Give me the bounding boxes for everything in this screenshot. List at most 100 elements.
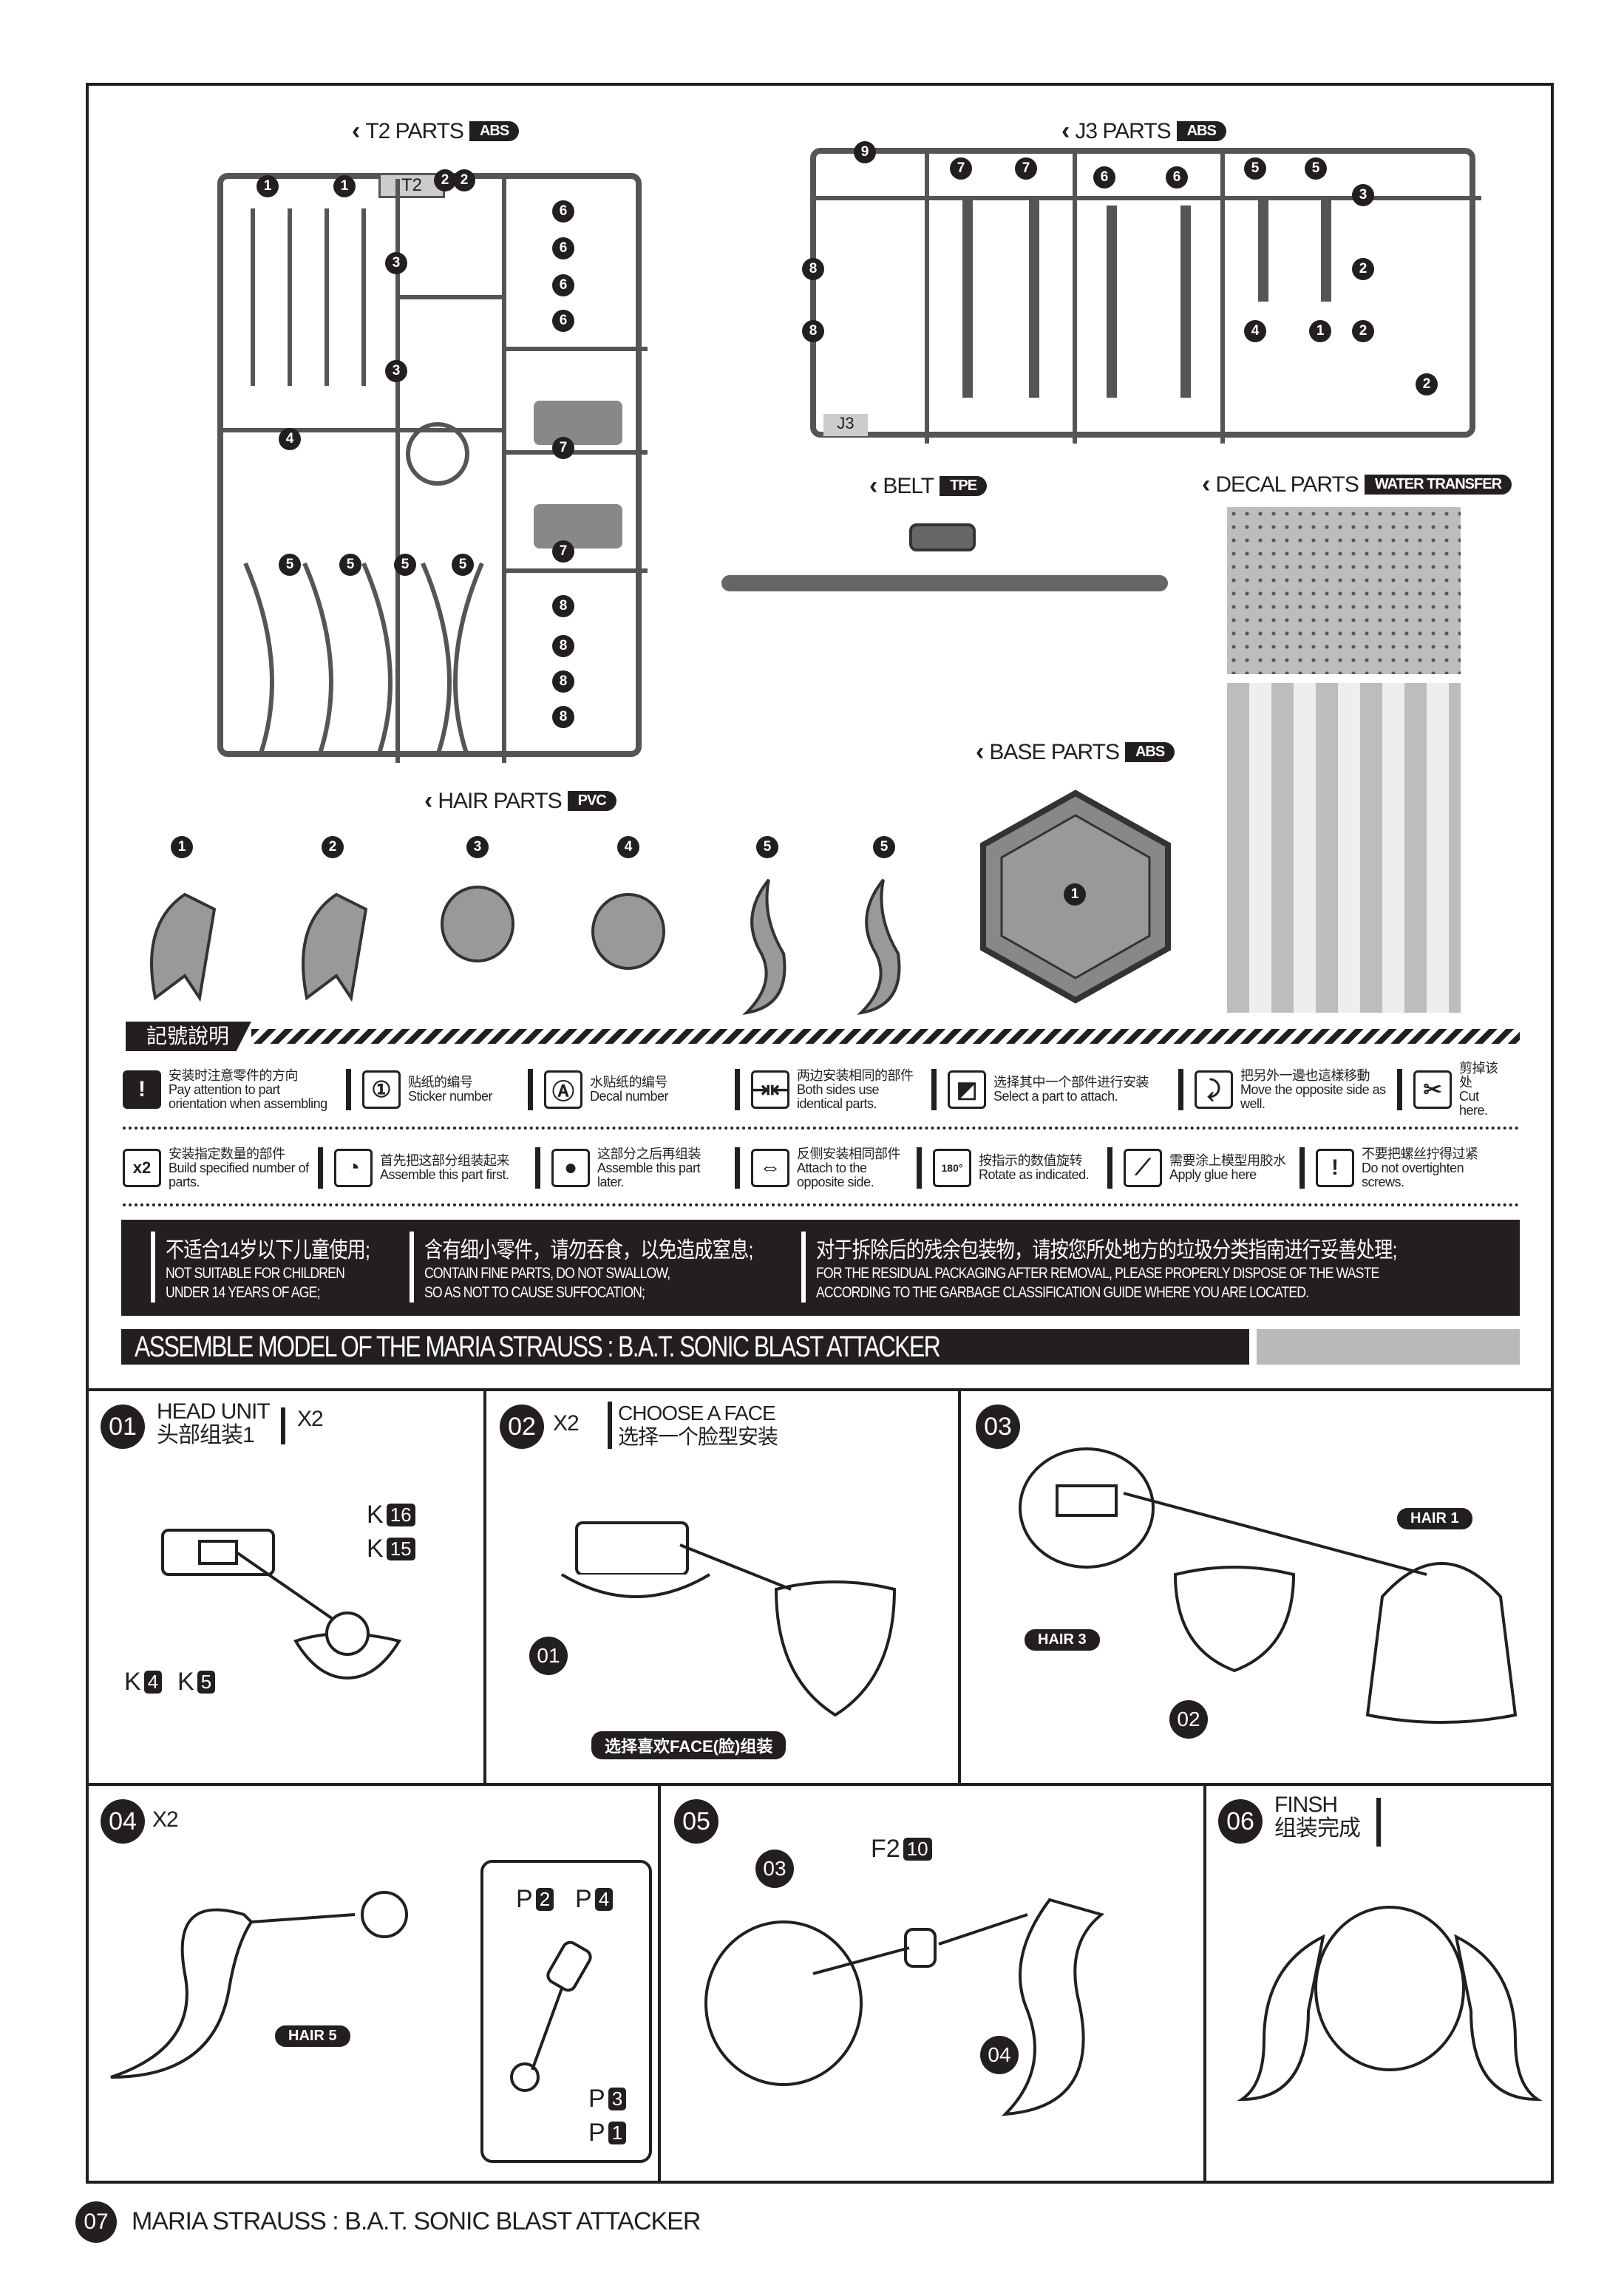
- k5-badge: 5: [197, 1671, 216, 1694]
- step-05-callout-04: 04: [980, 2036, 1019, 2074]
- hair-5-tag: HAIR 5: [275, 2025, 350, 2047]
- legend-en: Select a part to attach.: [993, 1089, 1118, 1104]
- t2-part-number: 1: [256, 175, 279, 197]
- step-03-drawing: [1019, 1447, 1518, 1724]
- t2-material-badge: ABS: [469, 121, 520, 141]
- t2-part-number: 8: [552, 670, 574, 693]
- legend-separator: [735, 1069, 740, 1110]
- safety-warning-box: 不适合14岁以下儿童使用; NOT SUITABLE FOR CHILDREN …: [121, 1220, 1520, 1316]
- legend-zh: 这部分之后再组装: [597, 1146, 701, 1161]
- warning-disposal-zh: 对于拆除后的残余包装物，请按您所处地方的垃圾分类指南进行妥善处理;: [816, 1238, 1398, 1263]
- j3-part-number: 6: [1093, 166, 1115, 188]
- legend-separator: [931, 1069, 937, 1110]
- legend-divider: [123, 1203, 1520, 1206]
- exclamation-icon: !: [123, 1070, 161, 1109]
- t2-sprue: T2: [217, 173, 648, 763]
- sticker-icon: ①: [362, 1070, 401, 1109]
- divider: [86, 1783, 1554, 1786]
- legend-zh: 不要把螺丝拧得过紧: [1362, 1146, 1478, 1161]
- legend-zh: 把另外一邊也這樣移動: [1240, 1067, 1370, 1083]
- step-06-drawing: [1237, 1906, 1543, 2102]
- move-opposite-icon: ⤸: [1195, 1070, 1233, 1109]
- hair-3-tag: HAIR 3: [1025, 1629, 1100, 1651]
- k15-badge: 15: [386, 1538, 415, 1560]
- warning-choking-zh: 含有细小零件，请勿吞食，以免造成窒息;: [424, 1238, 753, 1263]
- legend-separator: [1397, 1069, 1402, 1110]
- k4-badge: 4: [143, 1671, 163, 1694]
- chevron-left-icon: ‹: [352, 117, 360, 145]
- legend-en: Do not overtighten screws.: [1362, 1160, 1464, 1189]
- j3-part-number: 1: [1309, 320, 1331, 342]
- legend-en: Move the opposite side as well.: [1240, 1081, 1386, 1111]
- t2-part-number: 4: [279, 428, 301, 450]
- base-parts-label: ‹ BASE PARTS ABS: [976, 738, 1175, 767]
- legend-separator: [346, 1069, 351, 1110]
- glue-icon: ⟋: [1124, 1149, 1162, 1187]
- step-06-number: 06: [1218, 1799, 1263, 1844]
- j3-part-number: 7: [1015, 157, 1037, 180]
- warning-choking-en: SO AS NOT TO CAUSE SUFFOCATION;: [424, 1284, 645, 1301]
- legend-zh: 按指示的数值旋转: [979, 1153, 1083, 1168]
- step-02-caption: 选择喜欢FACE(脸)组装: [591, 1731, 786, 1759]
- divider: [1203, 1783, 1206, 2182]
- t2-part-number: 8: [552, 706, 574, 728]
- t2-part-number: 6: [552, 274, 574, 296]
- t2-part-number: 8: [552, 595, 574, 617]
- legend-separator: [1107, 1147, 1112, 1189]
- divider: [958, 1388, 961, 1784]
- belt-material-badge: TPE: [940, 476, 988, 496]
- hair-parts-label: ‹ HAIR PARTS PVC: [424, 787, 616, 815]
- t2-part-number: 3: [385, 360, 407, 382]
- step-01-quantity: X2: [281, 1407, 324, 1444]
- j3-part-number: 6: [1166, 166, 1188, 188]
- t2-parts-title: T2 PARTS: [365, 118, 464, 143]
- legend-en: Rotate as indicated.: [979, 1167, 1090, 1182]
- legend-en: Assemble this part later.: [597, 1160, 701, 1189]
- step-05-number: 05: [674, 1799, 718, 1844]
- f10-badge: 10: [903, 1838, 932, 1861]
- j3-part-number: 3: [1352, 184, 1374, 206]
- k-prefix: K: [367, 1501, 384, 1529]
- hair-1-tag: HAIR 1: [1397, 1508, 1472, 1529]
- decal-sheet-2: [1227, 683, 1461, 1013]
- base-part-number: 1: [1064, 883, 1086, 906]
- warning-age: 不适合14岁以下儿童使用; NOT SUITABLE FOR CHILDREN …: [151, 1232, 395, 1302]
- legend-zh: 首先把这部分组装起来: [380, 1153, 510, 1168]
- step-04-number: 04: [101, 1799, 145, 1844]
- step-05-callout-03: 03: [755, 1850, 794, 1888]
- step-06-en: FINSH: [1274, 1793, 1338, 1817]
- hair-part-number: 3: [466, 836, 489, 858]
- j3-sprue-tag: J3: [823, 414, 868, 436]
- k16-badge: 16: [386, 1504, 415, 1526]
- k-prefix: K: [367, 1535, 384, 1563]
- step-02-quantity: X2: [553, 1411, 580, 1436]
- t2-part-number: 1: [333, 175, 356, 197]
- j3-part-number: 9: [854, 141, 876, 163]
- divider: [86, 1388, 1554, 1391]
- t2-part-number: 5: [279, 554, 301, 576]
- hair-material-badge: PVC: [567, 791, 616, 811]
- legend-en: Build specified number of parts.: [169, 1160, 309, 1189]
- warning-choking-en: CONTAIN FINE PARTS, DO NOT SWALLOW,: [424, 1265, 670, 1282]
- legend-zh: 安装时注意零件的方向: [169, 1067, 299, 1083]
- decal-sheet-1: [1227, 507, 1461, 674]
- step-01-drawing: [161, 1529, 402, 1680]
- hair-title: HAIR PARTS: [438, 788, 562, 813]
- divider: [658, 1783, 661, 2182]
- p-prefix: P: [588, 2085, 605, 2113]
- step-01-en: HEAD UNIT: [157, 1399, 271, 1424]
- t2-part-number: 2: [434, 169, 456, 191]
- legend-en: Cut here.: [1459, 1089, 1488, 1118]
